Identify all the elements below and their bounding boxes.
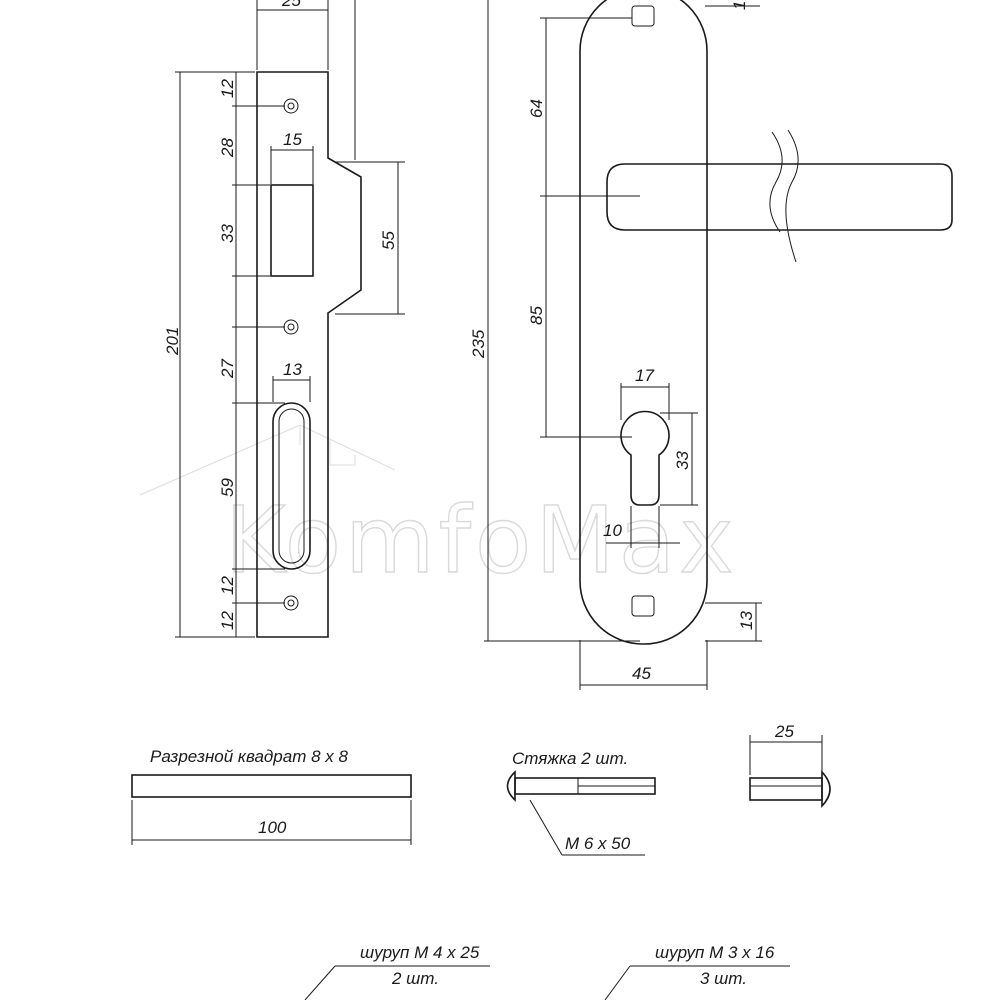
handle-lever [606, 163, 953, 231]
handle-offset-dim: 64 [527, 99, 546, 118]
screw-m4-spec: шуруп М 4 х 25 [360, 943, 480, 962]
strike-plate-dimensions: 25 201 12 28 33 27 59 12 12 15 13 [163, 0, 405, 638]
cylinder-bottom-dim: 10 [603, 521, 622, 540]
strike-dim-28: 28 [218, 138, 237, 158]
strike-dim-12c: 12 [218, 611, 237, 630]
strike-dim-12a: 12 [218, 79, 237, 98]
cylinder-cutout [620, 410, 670, 506]
handle-total-height-dim: 235 [469, 329, 488, 359]
handle-plate [579, 0, 953, 645]
tie-bolt-spec: М 6 х 50 [565, 834, 631, 853]
strike-lip-height-dim: 55 [379, 231, 398, 250]
handle-bottom-offset-dim: 13 [737, 611, 756, 630]
tie-bolt: Стяжка 2 шт. М 6 х 50 [506, 749, 656, 856]
watermark-roof-icon [139, 424, 396, 496]
bolt-sleeve-head [821, 769, 831, 809]
strike-hole-bottom [283, 595, 299, 611]
handle-top-hole [631, 5, 655, 27]
strike-slot [272, 402, 311, 570]
lever-break-mark [769, 129, 799, 263]
square-bar: Разрезной квадрат 8 х 8 100 [131, 747, 412, 845]
watermark: KomfoMax [139, 424, 738, 595]
strike-plate-outline [256, 71, 362, 638]
watermark-house-icon [299, 425, 356, 466]
handle-bottom-hole [631, 595, 655, 617]
strike-dim-12b: 12 [218, 576, 237, 595]
bolt-sleeve: 25 [749, 722, 831, 809]
square-bar-body [131, 774, 412, 798]
tie-bolt-head [506, 770, 516, 802]
handle-plate-width-dim: 45 [632, 664, 651, 683]
strike-slot-width-dim: 13 [283, 360, 302, 379]
strike-dim-33: 33 [218, 224, 237, 243]
bolt-sleeve-body [749, 777, 823, 801]
screw-m4-qty: 2 шт. [391, 969, 439, 988]
strike-window [270, 184, 314, 277]
tie-bolt-label: Стяжка 2 шт. [512, 749, 628, 768]
strike-dim-27: 27 [218, 359, 237, 379]
watermark-text: KomfoMax [225, 487, 738, 594]
handle-plate-dimensions: 235 13 64 85 17 33 10 13 4 [469, 0, 762, 690]
strike-plate [256, 71, 362, 638]
strike-window-width-dim: 15 [283, 130, 302, 149]
strike-width-dim: 25 [281, 0, 301, 10]
screw-m3-spec: шуруп М 3 х 16 [655, 943, 775, 962]
strike-hole-mid [283, 319, 299, 335]
strike-dim-59: 59 [218, 478, 237, 497]
handle-backplate [579, 0, 708, 645]
screw-m3-qty: 3 шт. [700, 969, 747, 988]
square-bar-label: Разрезной квадрат 8 х 8 [150, 747, 349, 766]
handle-top-offset-dim: 13 [730, 0, 749, 10]
cylinder-height-dim: 33 [673, 451, 692, 470]
handle-to-cylinder-dim: 85 [527, 306, 546, 325]
cylinder-width-dim: 17 [635, 366, 654, 385]
strike-total-height-dim: 201 [163, 327, 182, 356]
square-bar-length-dim: 100 [258, 818, 287, 837]
screw-m3: шуруп М 3 х 16 3 шт. [604, 943, 790, 1000]
strike-hole-top [283, 98, 299, 114]
screw-m4: шуруп М 4 х 25 2 шт. [304, 943, 490, 1000]
bolt-sleeve-length-dim: 25 [774, 722, 794, 741]
